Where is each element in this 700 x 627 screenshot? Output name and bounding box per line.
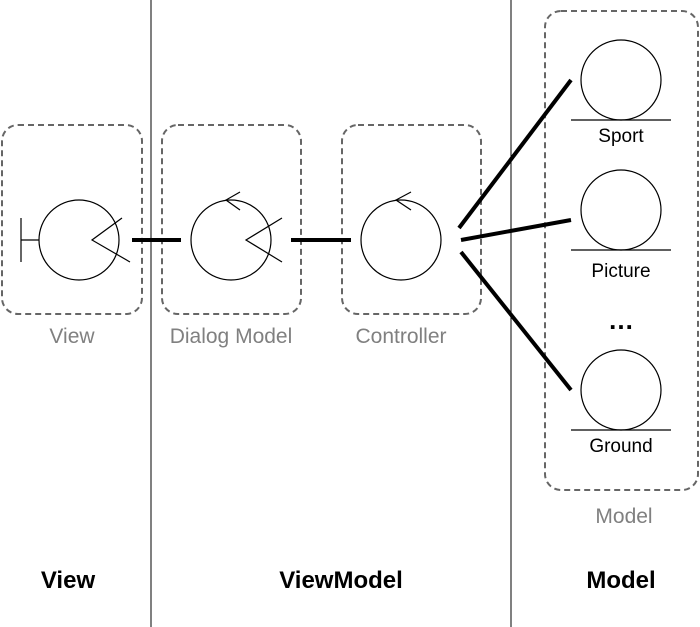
sport-label: Sport <box>598 126 644 147</box>
controller-group-box <box>341 124 482 315</box>
dialog-model-group-label: Dialog Model <box>170 325 293 348</box>
model-group-box <box>544 10 699 491</box>
view-group-box <box>1 124 143 315</box>
ground-entity-icon <box>571 349 671 431</box>
sport-entity-icon <box>571 39 671 121</box>
picture-label: Picture <box>591 261 650 282</box>
view-column-title: View <box>41 567 96 594</box>
picture-entity-icon <box>571 169 671 251</box>
model-column-title: Model <box>586 567 655 594</box>
controller-to-ground-connector <box>459 250 573 392</box>
dialog-control-object-icon <box>190 191 283 281</box>
connectors <box>132 78 573 392</box>
boundary-object-icon <box>20 199 131 281</box>
dialog-model-group-box <box>161 124 302 315</box>
viewmodel-column-title: ViewModel <box>279 567 403 594</box>
ground-label: Ground <box>589 436 652 457</box>
controller-to-sport-connector <box>457 78 573 230</box>
controller-to-picture-connector <box>460 218 572 242</box>
view-group-label: View <box>49 325 95 348</box>
model-group-label: Model <box>595 505 652 528</box>
controller-group-label: Controller <box>355 325 446 348</box>
ellipsis-label: … <box>608 305 634 335</box>
controller-control-object-icon <box>360 191 442 281</box>
